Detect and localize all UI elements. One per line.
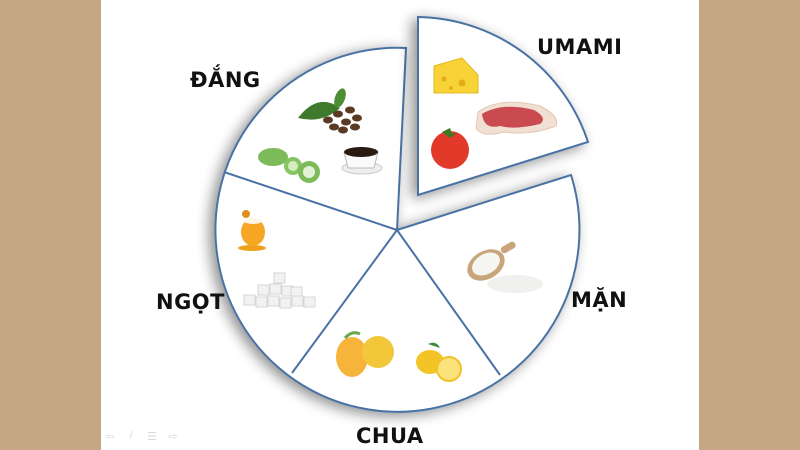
- mango-icon: [336, 331, 394, 377]
- label-man: MẶN: [571, 288, 628, 312]
- previous-slide-icon[interactable]: ⇦: [105, 431, 115, 443]
- coffee-beans-icon: [298, 88, 362, 134]
- cheese-icon: [433, 57, 479, 94]
- steak-icon: [475, 101, 558, 135]
- honey-pot-icon: [238, 210, 266, 251]
- coffee-cup-icon: [341, 147, 383, 175]
- divider-ngot-chua: [291, 229, 398, 374]
- pen-icon[interactable]: /: [129, 430, 133, 442]
- next-slide-icon[interactable]: ⇨: [168, 431, 178, 443]
- label-chua: CHUA: [356, 424, 424, 448]
- menu-icon[interactable]: ☰: [147, 431, 157, 443]
- salt-scoop-icon: [467, 241, 543, 293]
- tomato-icon: [431, 128, 469, 169]
- label-dang: ĐẮNG: [190, 68, 261, 92]
- bitter-melon-icon: [258, 148, 320, 183]
- pie-main: [214, 46, 581, 413]
- slideshow-controls: ⇦ / ☰ ⇨: [104, 430, 179, 443]
- sugar-cubes-icon: [243, 272, 316, 309]
- divider-chua-man: [396, 229, 501, 376]
- label-ngot: NGỌT: [156, 290, 225, 314]
- label-umami: UMAMI: [537, 35, 623, 59]
- lemon-icon: [416, 342, 462, 382]
- divider-dang-ngot: [223, 171, 398, 231]
